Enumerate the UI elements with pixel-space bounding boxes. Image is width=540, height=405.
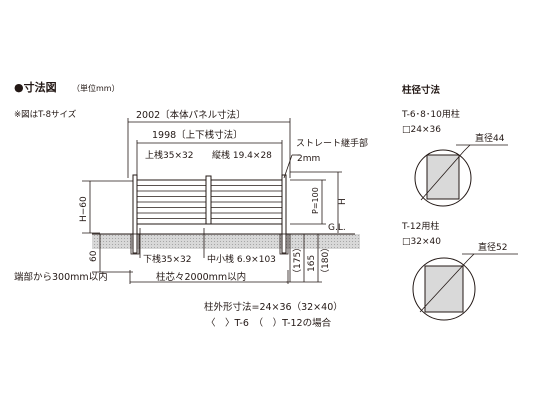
heading-title: ●寸法図 <box>14 80 57 94</box>
footing-right <box>279 233 289 255</box>
rail-width-label: 1998〔上下桟寸法〕 <box>152 129 243 141</box>
joint-size-label: 2mm <box>297 154 320 164</box>
post-a-models: T-6･8･10用柱 <box>401 108 460 120</box>
post-b-models: T-12用柱 <box>401 220 439 232</box>
depth-180-label: （180） <box>320 243 331 278</box>
depth-165-label: 165 <box>307 255 317 272</box>
bottom-rail-label: 下桟35×32 <box>143 253 191 265</box>
dimension-lines <box>82 118 342 284</box>
post-pitch-label: 柱芯々2000mm以内 <box>156 271 246 283</box>
ground-hatch <box>92 234 360 249</box>
heading: ●寸法図 （単位mm） ※図はT-8サイズ <box>14 80 120 120</box>
ground-label: G.L. <box>328 223 346 233</box>
post-section: 柱径寸法 T-6･8･10用柱 □24×36 直径44 T-12用柱 □32×4… <box>401 84 518 321</box>
mid-post <box>205 175 212 225</box>
panel-width-label: 2002〔本体パネル寸法〕 <box>136 109 246 121</box>
post-b-diameter: 直径52 <box>478 241 507 253</box>
heading-note: ※図はT-8サイズ <box>14 109 77 120</box>
panel-slats <box>137 185 282 219</box>
left-height-label: H−60 <box>79 196 89 222</box>
top-rail-label: 上桟35×32 <box>145 149 193 161</box>
pitch-label: P=100 <box>311 187 320 214</box>
height-label: H <box>338 198 348 205</box>
post-a-size: □24×36 <box>402 125 441 135</box>
post-note: 柱外形寸法=24×36（32×40） 〈 〉T-6 （ ）T-12の場合 <box>204 301 343 329</box>
fence-elevation <box>130 174 289 255</box>
dimension-labels: 2002〔本体パネル寸法〕 1998〔上下桟寸法〕 上桟35×32 縦桟 19.… <box>14 109 368 283</box>
post-right <box>281 174 287 254</box>
post-a-diameter: 直径44 <box>475 132 505 144</box>
footing-left <box>130 233 140 255</box>
embed-left-label: 60 <box>89 250 99 262</box>
post-section-title: 柱径寸法 <box>402 84 441 96</box>
post-note-line2: 〈 〉T-6 （ ）T-12の場合 <box>206 317 332 329</box>
post-left <box>132 174 138 254</box>
vertical-slat-label: 縦桟 19.4×28 <box>212 149 272 161</box>
post-b-square <box>424 265 464 313</box>
mid-post-label: 中小桟 6.9×103 <box>207 253 276 265</box>
post-b-size: □32×40 <box>402 237 441 247</box>
depth-175-label: （175） <box>292 243 303 278</box>
end-distance-label: 端部から300mm以内 <box>14 271 108 283</box>
straight-joint-label: ストレート継手部 <box>296 137 368 149</box>
heading-unit: （単位mm） <box>72 83 120 93</box>
post-note-line1: 柱外形寸法=24×36（32×40） <box>204 301 343 313</box>
